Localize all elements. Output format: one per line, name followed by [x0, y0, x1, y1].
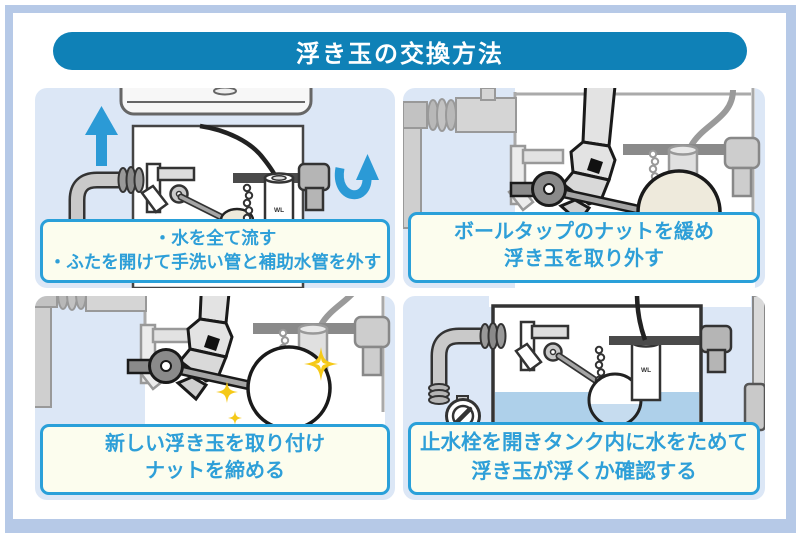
- caption-line: ボールタップのナットを緩め: [454, 220, 714, 243]
- step4-caption: 止水栓を開きタンク内に水をためて 浮き玉が浮くか確認する: [408, 422, 760, 495]
- up-arrow-icon: [85, 106, 118, 166]
- step1-caption: ・水を全て流す ・ふたを開けて手洗い管と補助水管を外す: [40, 218, 390, 283]
- refill-tube: [634, 296, 648, 341]
- caption-line: ・水を全て流す: [153, 227, 277, 248]
- flush-handle: [699, 324, 733, 374]
- tank-band: [609, 336, 705, 345]
- wall-pipe: [752, 296, 765, 385]
- caption-line: 止水栓を開きタンク内に水をためて: [420, 431, 748, 455]
- tank-back-wall: [489, 296, 751, 307]
- step3-caption: 新しい浮き玉を取り付け ナットを締める: [40, 423, 390, 495]
- caption-line: 新しい浮き玉を取り付け: [105, 432, 325, 455]
- step3-panel: 新しい浮き玉を取り付け ナットを締める: [35, 296, 395, 500]
- caption-line: ナットを締める: [145, 460, 285, 483]
- step2-caption: ボールタップのナットを緩め 浮き玉を取り外す: [408, 211, 760, 283]
- caption-line: 浮き玉を取り外す: [504, 248, 664, 271]
- u-turn-arrow-icon: [334, 154, 379, 199]
- step1-panel: WL ・水を全て流す ・ふたを開けて手洗い管と補助水管を外す: [35, 88, 395, 288]
- step2-panel: ボールタップのナットを緩め 浮き玉を取り外す: [403, 88, 765, 288]
- caption-line: ・ふたを開けて手洗い管と補助水管を外す: [48, 251, 382, 272]
- caption-line: 浮き玉が浮くか確認する: [471, 459, 697, 483]
- page-title: 浮き玉の交換方法: [53, 32, 747, 70]
- tank-lid: [119, 88, 313, 116]
- step4-panel: WL 止水栓を開きタンク内に水をためて 浮き玉が浮くか確認する: [403, 296, 765, 500]
- water-line-label: WL: [641, 367, 651, 374]
- water-line-label: WL: [274, 207, 284, 214]
